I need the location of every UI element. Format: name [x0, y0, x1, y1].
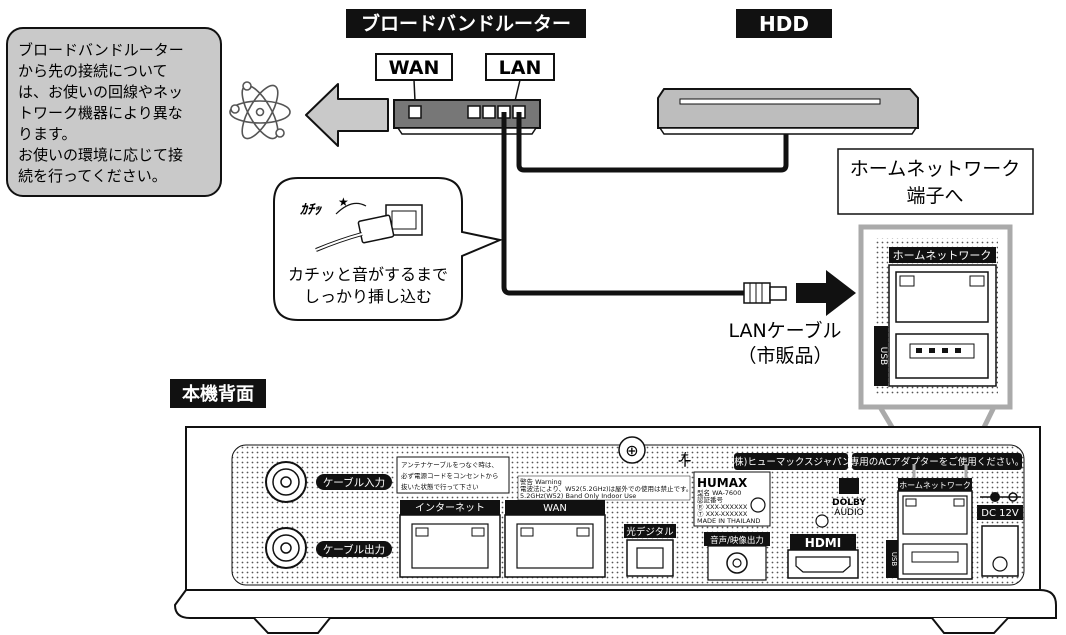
svg-text:から先の接続について: から先の接続について	[18, 62, 168, 80]
router-title: ブロードバンドルーター	[346, 9, 586, 38]
plug-icon	[357, 214, 395, 244]
svg-text:⊕: ⊕	[625, 441, 638, 460]
svg-text:ᡮ: ᡮ	[676, 452, 691, 473]
note-box: ブロードバンドルーター から先の接続について は、お使いの回線やネッ トワーク機…	[6, 27, 222, 197]
svg-text:HDD: HDD	[759, 12, 809, 36]
svg-text:トワーク機器により異な: トワーク機器により異な	[18, 104, 183, 122]
svg-text:ｶﾁｯ: ｶﾁｯ	[300, 202, 323, 218]
rear-panel-title: 本機背面	[170, 379, 266, 408]
svg-text:USB: USB	[878, 347, 888, 365]
svg-text:続を行ってください。: 続を行ってください。	[18, 167, 167, 185]
svg-text:必ず電源コードをコンセントから: 必ず電源コードをコンセントから	[401, 471, 499, 480]
svg-text:ブロードバンドルーター: ブロードバンドルーター	[361, 12, 571, 35]
svg-text:5.2GHz(W52) Band Only Indoor U: 5.2GHz(W52) Band Only Indoor Use	[520, 492, 636, 500]
svg-text:しっかり挿し込む: しっかり挿し込む	[304, 287, 432, 306]
svg-text:アンテナケーブルをつなぐ時は、: アンテナケーブルをつなぐ時は、	[401, 460, 498, 469]
svg-text:お使いの環境に応じて接: お使いの環境に応じて接	[18, 146, 183, 164]
svg-text:MADE IN THAILAND: MADE IN THAILAND	[697, 517, 760, 525]
svg-text:電波法により、W52(5.2GHz)は屋外での使用は禁止です: 電波法により、W52(5.2GHz)は屋外での使用は禁止です。	[520, 484, 692, 493]
lan-cable-label: LANケーブル （市販品）	[728, 319, 841, 367]
zoom-port-panel: ホームネットワーク USB	[858, 224, 1013, 410]
cable-out-connector	[265, 527, 307, 569]
home-network-callout: ホームネットワーク 端子へ	[837, 148, 1034, 215]
left-arrow-icon	[305, 83, 389, 147]
router-lan-cable	[501, 112, 744, 296]
svg-text:AUDIO: AUDIO	[834, 508, 863, 518]
svg-text:認証番号: 認証番号	[697, 495, 724, 504]
svg-text:Ⓡ XXX-XXXXXX: Ⓡ XXX-XXXXXX	[697, 503, 748, 511]
wan-port-label: WAN	[375, 53, 453, 81]
svg-text:DC 12V: DC 12V	[981, 508, 1019, 519]
cable-in-connector	[265, 461, 307, 503]
svg-text:型名 WA-7600: 型名 WA-7600	[697, 488, 741, 497]
hdd-device	[657, 88, 919, 135]
svg-text:HUMAX: HUMAX	[697, 476, 748, 490]
svg-text:（市販品）: （市販品）	[737, 345, 832, 367]
svg-text:HDMI: HDMI	[805, 536, 841, 550]
svg-text:ホームネットワーク: ホームネットワーク	[893, 249, 992, 262]
wan-leader-line	[413, 79, 416, 102]
svg-text:WAN: WAN	[543, 503, 567, 514]
router-hdd-cable	[516, 112, 789, 173]
dc-polarity-icon	[980, 492, 1021, 502]
svg-text:ケーブル入力: ケーブル入力	[323, 476, 385, 489]
svg-text:抜いた状態で行って下さい: 抜いた状態で行って下さい	[401, 482, 479, 491]
svg-text:音声/映像出力: 音声/映像出力	[710, 535, 764, 546]
svg-text:ります。: ります。	[18, 125, 77, 143]
svg-text:カチッと音がするまで: カチッと音がするまで	[288, 265, 448, 284]
dolby-logo-icon	[839, 478, 859, 494]
hdd-title: HDD	[736, 9, 832, 38]
lan-connector-icon	[743, 282, 787, 304]
router-wan-port	[408, 105, 422, 119]
svg-text:ケーブル出力: ケーブル出力	[323, 543, 385, 556]
svg-text:WAN: WAN	[389, 57, 440, 79]
svg-text:USB: USB	[890, 552, 898, 567]
svg-text:警告 Warning: 警告 Warning	[520, 477, 562, 486]
lan-leader-line	[514, 79, 521, 102]
svg-text:インターネット: インターネット	[415, 502, 485, 514]
svg-text:は、お使いの回線やネッ: は、お使いの回線やネッ	[18, 83, 183, 101]
internet-atom-icon	[229, 81, 291, 140]
svg-text:Ⓣ XXX-XXXXXX: Ⓣ XXX-XXXXXX	[697, 510, 748, 518]
right-arrow-icon	[796, 270, 856, 316]
svg-text:(株)ヒューマックスジャパン: (株)ヒューマックスジャパン	[730, 456, 851, 468]
svg-text:本機背面: 本機背面	[182, 383, 254, 405]
svg-text:ブロードバンドルーター: ブロードバンドルーター	[18, 41, 184, 59]
svg-text:LAN: LAN	[499, 57, 542, 79]
screw-icon	[618, 436, 646, 464]
click-bubble: ｶﾁｯ ★ カチッと音がするまで しっかり挿し込む	[273, 177, 504, 321]
svg-text:専用のACアダプターをご使用ください。: 専用のACアダプターをご使用ください。	[850, 456, 1024, 468]
svg-text:LANケーブル: LANケーブル	[728, 319, 841, 342]
svg-text:★: ★	[338, 195, 349, 209]
svg-text:ホームネットワーク: ホームネットワーク	[850, 158, 1020, 180]
svg-text:光デジタル: 光デジタル	[626, 526, 674, 538]
svg-text:ホームネットワーク: ホームネットワーク	[899, 481, 971, 490]
rear-panel: ⊕ ᡮ ケーブル入力 ケーブル出力 アンテナケーブルをつなぐ時は、 必ず電源コー…	[173, 426, 1057, 634]
svg-text:DOLBY: DOLBY	[832, 498, 866, 508]
svg-text:端子へ: 端子へ	[906, 185, 963, 207]
lan-port-label: LAN	[485, 53, 555, 81]
